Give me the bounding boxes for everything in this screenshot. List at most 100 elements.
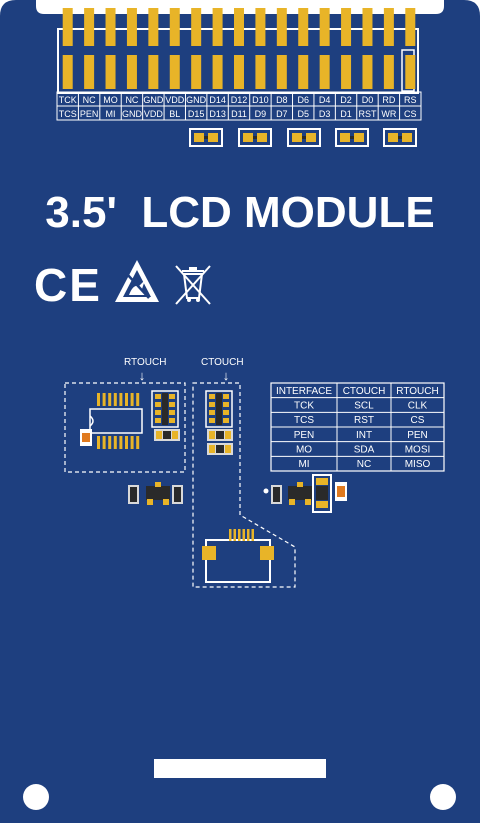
pin-label-top: D10 [252, 95, 269, 105]
esd-warning-icon [115, 260, 159, 302]
chip-resistor [207, 429, 233, 441]
header-pin-top [169, 8, 180, 46]
pin-label-bottom: CS [404, 109, 417, 119]
table-cell: INT [356, 430, 372, 441]
pin-label-bottom: D9 [255, 109, 267, 119]
header-pin-bottom [255, 55, 266, 89]
mounting-hole-right [430, 784, 456, 810]
small-capacitor [172, 485, 183, 504]
bottom-label-strip [154, 759, 326, 778]
header-pins-bottom [62, 55, 416, 89]
weee-crossed-bin-icon [175, 265, 211, 305]
table-cell: TCK [294, 401, 314, 412]
resistor-array [151, 390, 179, 428]
transistors [128, 482, 312, 505]
header-pin-top [148, 8, 159, 46]
fpc-connector [202, 529, 274, 583]
pin-label-top: NC [83, 95, 96, 105]
resistor-arrays [151, 390, 233, 455]
pin-label-bottom: VDD [144, 109, 164, 119]
table-cell: MOSI [405, 445, 431, 456]
pin-label-top: D14 [209, 95, 226, 105]
table-cell: SDA [354, 445, 375, 456]
small-capacitor [271, 485, 282, 504]
table-cell: MISO [405, 459, 431, 470]
header-pin-top [105, 8, 116, 46]
pin-label-top: D6 [297, 95, 309, 105]
pin-label-top: D4 [319, 95, 331, 105]
header-pin-top [234, 8, 244, 46]
pin-label-bottom: TCS [59, 109, 77, 119]
pin-label-bottom: D7 [276, 109, 288, 119]
header-pin-bottom [84, 55, 95, 89]
header-pin-bottom [105, 55, 116, 89]
header-pin-top [84, 8, 95, 46]
pin-label-top: RS [404, 95, 417, 105]
header-pin-bottom [148, 55, 159, 89]
table-cell: MO [296, 445, 312, 456]
pin-label-top: RD [382, 95, 395, 105]
header-pin-top [191, 8, 202, 46]
pin-label-bottom: WR [381, 109, 396, 119]
sot-transistor [288, 482, 312, 505]
table-header-cell: RTOUCH [396, 386, 438, 397]
pin-label-bottom: PEN [80, 109, 99, 119]
jumper-pads [189, 128, 417, 147]
pin-label-top: GND [186, 95, 207, 105]
pin-label-top: D8 [276, 95, 288, 105]
mounting-hole-left [23, 784, 49, 810]
jumper-pad [287, 128, 321, 147]
header-pin-top [126, 8, 137, 46]
header-pin-top [62, 8, 73, 46]
header-pin-bottom [362, 55, 373, 89]
pin-label-bottom: D5 [297, 109, 309, 119]
header-pin-top [319, 8, 330, 46]
resistor-r1 [80, 429, 92, 446]
pin-label-top: D0 [362, 95, 374, 105]
header-pin-top [362, 8, 373, 46]
component-c-large [312, 474, 347, 513]
header-pin-bottom [169, 55, 180, 89]
ce-mark: CE [34, 259, 102, 311]
header-pin-top [341, 8, 352, 46]
header-pin-top [298, 8, 309, 46]
module-title: 3.5' LCD MODULE [45, 188, 434, 237]
pin-label-bottom: RST [358, 109, 377, 119]
header-pin-top [405, 8, 416, 46]
header-pins-top [62, 8, 416, 46]
table-header-cell: CTOUCH [343, 386, 386, 397]
jumper-pad [189, 128, 223, 147]
pin-label-top: D2 [340, 95, 352, 105]
pin-label-top: GND [143, 95, 164, 105]
pin-label-bottom: MI [106, 109, 116, 119]
header-pin-bottom [276, 55, 287, 89]
header-pin-bottom [212, 55, 223, 89]
ctouch-label: CTOUCH [201, 357, 244, 368]
header-pin-bottom [405, 55, 416, 89]
table-cell: TCS [294, 415, 314, 426]
header-pin-bottom [341, 55, 352, 89]
table-cell: NC [357, 459, 371, 470]
pin-label-top: MO [103, 95, 118, 105]
pin-label-bottom: D13 [209, 109, 226, 119]
table-cell: RST [354, 415, 374, 426]
pin-label-bottom: D11 [231, 109, 247, 119]
pin-label-bottom: BL [169, 109, 180, 119]
header-pin-bottom [298, 55, 309, 89]
chip-resistor [154, 429, 180, 441]
rtouch-controller-ic [89, 393, 143, 449]
jumper-pad [335, 128, 369, 147]
jumper-pad [383, 128, 417, 147]
header-pin-bottom [319, 55, 330, 89]
pin-label-top: VDD [165, 95, 185, 105]
small-capacitor [128, 485, 139, 504]
header-pin-top [212, 8, 223, 46]
header-pin-bottom [191, 55, 202, 89]
header-pin-top [383, 8, 394, 46]
table-cell: SCL [354, 401, 374, 412]
pin-label-top: NC [125, 95, 138, 105]
